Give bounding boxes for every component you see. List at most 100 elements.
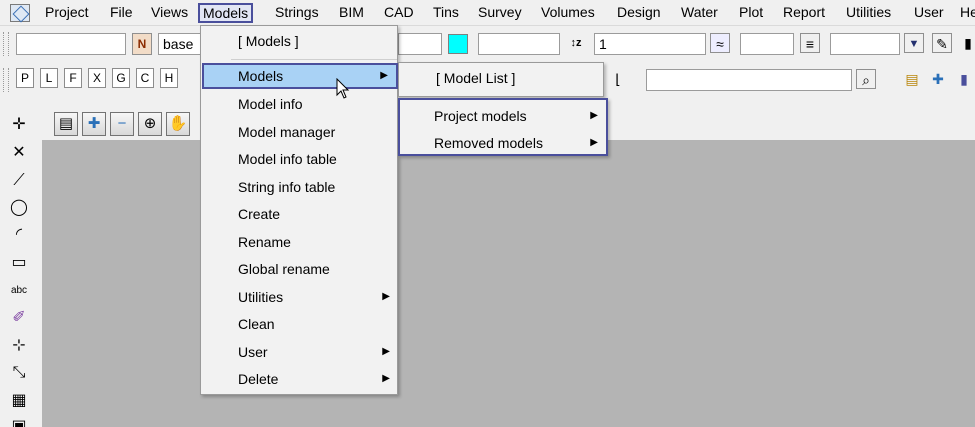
drawing-canvas[interactable] [42, 140, 975, 427]
submenu-arrow-icon: ▶ [382, 291, 390, 302]
colour-swatch[interactable] [448, 34, 468, 54]
menu-item-clean[interactable]: Clean [238, 316, 275, 332]
menu-design[interactable]: Design [617, 4, 661, 20]
submenu-arrow-icon: ▶ [590, 137, 598, 148]
filter-p-button[interactable]: P [16, 68, 34, 88]
filter-l-button[interactable]: L [40, 68, 58, 88]
menu-help[interactable]: He [960, 4, 975, 20]
submenu-arrow-icon: ▶ [382, 346, 390, 357]
more-tool-icon[interactable]: ▣ [11, 418, 27, 427]
circle-tool-icon[interactable]: ◯ [10, 199, 28, 216]
filter-x-button[interactable]: X [88, 68, 106, 88]
menu-item-label: Delete [238, 371, 279, 387]
filter-f-button[interactable]: F [64, 68, 82, 88]
style-field[interactable] [830, 33, 900, 55]
menu-separator [231, 59, 397, 60]
models-menu-header[interactable]: [ Models ] [238, 33, 299, 49]
menu-item-string-info-table[interactable]: String info table [238, 179, 336, 195]
model-field[interactable] [16, 33, 126, 55]
point-tool-icon[interactable]: ✛ [12, 116, 26, 133]
menubar: Project File Views Models Strings BIM CA… [0, 0, 975, 26]
menu-utilities[interactable]: Utilities [846, 4, 892, 20]
menu-item-model-info-table[interactable]: Model info table [238, 151, 337, 167]
menu-item-rename[interactable]: Rename [238, 234, 291, 250]
submenu-arrow-icon: ▶ [590, 110, 598, 121]
menu-bim[interactable]: BIM [339, 4, 364, 20]
value-field[interactable]: 1 [594, 33, 706, 55]
menu-file[interactable]: File [110, 4, 133, 20]
weight-field[interactable] [740, 33, 794, 55]
menu-item-user[interactable]: User ▶ [202, 339, 398, 365]
search-icon[interactable]: ⌕ [856, 69, 876, 89]
models-submenu: [ Model List ] [398, 62, 604, 97]
line-tool-icon[interactable]: ⟋ [13, 172, 25, 189]
menu-item-label: Project models [434, 108, 527, 124]
zoom-window-icon[interactable]: ⊕ [138, 112, 162, 136]
filter-g-button[interactable]: G [112, 68, 130, 88]
toolbar-grip[interactable] [3, 32, 9, 56]
dimension-tool-icon[interactable]: ⤡ [12, 364, 26, 381]
arc-tool-icon[interactable]: ◜ [15, 226, 23, 243]
model-list-submenu: Project models ▶ Removed models ▶ [398, 98, 608, 156]
menu-item-global-rename[interactable]: Global rename [238, 261, 330, 277]
menu-item-models[interactable]: Models ▶ [202, 63, 398, 89]
menu-item-delete[interactable]: Delete ▶ [202, 366, 398, 392]
rectangle-tool-icon[interactable]: ▭ [11, 254, 27, 271]
pan-icon[interactable]: ✋ [166, 112, 190, 136]
sort-icon[interactable]: ↕z [570, 37, 582, 49]
linestyle-icon[interactable]: ≈ [710, 33, 730, 53]
mid-field[interactable] [398, 33, 442, 55]
zoom-in-icon[interactable]: ✚ [82, 112, 106, 136]
lines-icon[interactable]: ≡ [800, 33, 820, 53]
menu-report[interactable]: Report [783, 4, 826, 20]
menu-plot[interactable]: Plot [739, 4, 764, 20]
overflow-icon[interactable]: ▮ [964, 35, 972, 51]
menu-item-removed-models[interactable]: Removed models ▶ [400, 130, 606, 156]
menu-water[interactable]: Water [681, 4, 718, 20]
filter-h-button[interactable]: H [160, 68, 178, 88]
menu-item-label: Removed models [434, 135, 543, 151]
menu-strings[interactable]: Strings [275, 4, 319, 20]
dropdown-icon[interactable]: ▼ [904, 33, 924, 53]
menu-item-label: Utilities [238, 289, 284, 305]
menu-volumes[interactable]: Volumes [541, 4, 595, 20]
menu-item-project-models[interactable]: Project models ▶ [400, 103, 606, 129]
menu-item-model-manager[interactable]: Model manager [238, 124, 336, 140]
text-field[interactable] [478, 33, 560, 55]
menu-cad[interactable]: CAD [384, 4, 414, 20]
folder-icon[interactable]: ▤ [905, 71, 919, 87]
panel-icon[interactable]: ▮ [960, 71, 968, 87]
mouse-pointer-icon [336, 78, 350, 99]
model-list-item[interactable]: [ Model List ] [436, 70, 516, 86]
menu-views[interactable]: Views [151, 4, 189, 20]
tools-icon[interactable]: ✚ [932, 71, 944, 87]
view-fit-icon[interactable]: ▤ [54, 112, 78, 136]
zoom-out-icon[interactable]: − [110, 112, 134, 136]
cross-tool-icon[interactable]: ✕ [12, 144, 26, 161]
menu-item-label: Models [238, 68, 284, 84]
menu-user[interactable]: User [914, 4, 944, 20]
menu-item-model-info[interactable]: Model info [238, 96, 303, 112]
menu-item-label: User [238, 344, 268, 360]
menu-tins[interactable]: Tins [433, 4, 459, 20]
toolbar-grip[interactable] [3, 68, 9, 92]
pencil-icon[interactable]: ✎ [932, 33, 952, 53]
ruler-icon[interactable]: ⌊ [615, 71, 621, 87]
models-menu: [ Models ] Models ▶ Model info Model man… [200, 25, 398, 395]
table-tool-icon[interactable]: ▦ [11, 392, 27, 409]
menu-project[interactable]: Project [45, 4, 89, 20]
app-icon[interactable] [10, 4, 30, 22]
menu-item-utilities[interactable]: Utilities ▶ [202, 284, 398, 310]
name-field[interactable]: base [158, 33, 202, 55]
left-toolbar: ✛ ✕ ⟋ ◯ ◜ ▭ abc ✐ ⊹ ⤡ ▦ ▣ [0, 100, 42, 427]
paint-tool-icon[interactable]: ✐ [12, 309, 26, 326]
name-button[interactable]: N [132, 33, 152, 55]
toolbar-row-1: N base ↕z 1 ≈ ≡ ▼ ✎ ▮ [0, 28, 975, 60]
filter-c-button[interactable]: C [136, 68, 154, 88]
menu-models[interactable]: Models [198, 3, 254, 23]
menu-survey[interactable]: Survey [478, 4, 522, 20]
menu-item-create[interactable]: Create [238, 206, 281, 222]
text-tool-icon[interactable]: abc [10, 285, 28, 296]
search-field[interactable] [646, 69, 852, 91]
label-tool-icon[interactable]: ⊹ [12, 337, 26, 354]
